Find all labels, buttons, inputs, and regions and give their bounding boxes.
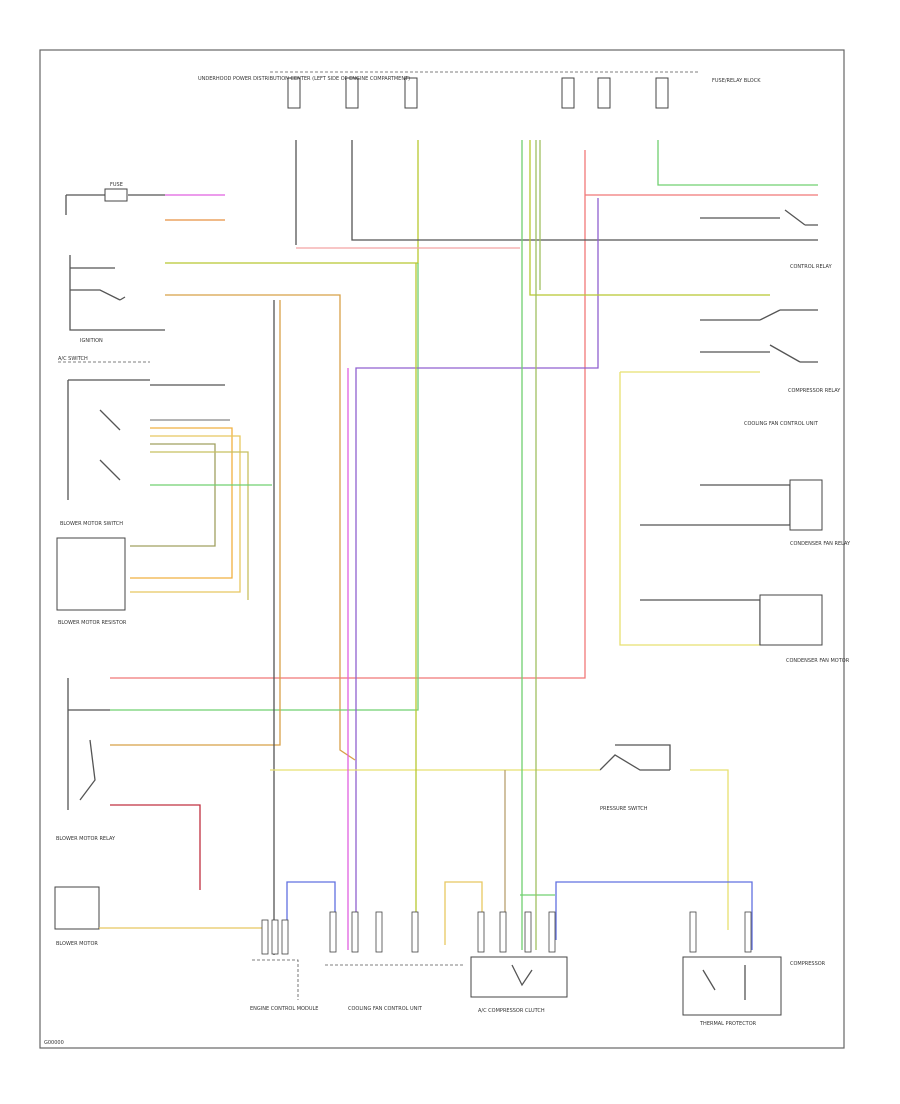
fuse-symbol: [104, 188, 128, 202]
condenser-relay-label: CONDENSER FAN RELAY: [790, 541, 851, 547]
wire-yellow-right: [619, 371, 760, 646]
blower-switch-box: [56, 537, 126, 611]
fan-switch-label: BLOWER MOTOR SWITCH: [60, 521, 123, 527]
cooling-fan-control-bottom-label: COOLING FAN CONTROL UNIT: [348, 1006, 423, 1012]
compressor-relay-label: COMPRESSOR RELAY: [788, 388, 841, 394]
wire-red-long: [110, 150, 586, 679]
footer-code: G00000: [44, 1040, 64, 1046]
ac-switch-body: [67, 379, 225, 500]
wire-green-top: [657, 140, 818, 186]
ac-wire-orange: [130, 427, 233, 579]
control-relay-label: CONTROL RELAY: [790, 264, 833, 270]
compressor-label: COMPRESSOR: [790, 961, 826, 967]
blower-relay-label: BLOWER MOTOR RELAY: [56, 836, 116, 842]
condenser-relay-wires: [640, 484, 791, 526]
ignition-label: IGNITION: [80, 338, 103, 344]
ac-wire-lightyellow: [150, 451, 249, 600]
pressure-switch-label: PRESSURE SWITCH: [600, 806, 648, 812]
wire-darkred: [110, 804, 201, 890]
compressor-clutch-switch: [511, 964, 533, 987]
compressor-box: [682, 956, 782, 1016]
wire-tan-mid: [110, 300, 281, 746]
compressor-clutch-label: A/C COMPRESSOR CLUTCH: [478, 1008, 545, 1014]
wire-blue-right: [555, 881, 753, 950]
blower-motor-box: [54, 886, 100, 930]
compressor-terminals: [689, 911, 752, 953]
wire-blue-left: [286, 881, 336, 950]
condenser-motor-wires: [640, 599, 761, 645]
wire-yellowgreen-1: [165, 140, 419, 264]
control-relay-switch: [700, 209, 818, 226]
blower-relay-body: [67, 678, 110, 810]
pressure-switch-symbol: [599, 744, 671, 771]
fuse-panel-left-label: UNDERHOOD POWER DISTRIBUTION CENTER (LEF…: [198, 76, 410, 82]
ecm-terminals: [261, 919, 289, 955]
compressor-relay-1: [700, 309, 818, 321]
blower-resistor-label: BLOWER MOTOR RESISTOR: [58, 620, 127, 626]
top-fuses: [287, 77, 669, 109]
ac-wire-yellow: [130, 435, 241, 593]
wire-yellowgreen-right: [529, 140, 770, 296]
compressor-clutch-box: [470, 956, 568, 998]
wire-green-mid: [110, 263, 419, 711]
ignition-wires: [65, 194, 165, 215]
wire-purple: [355, 198, 599, 950]
wire-tan-1: [165, 294, 356, 761]
fuse-panel-right-label: FUSE/RELAY BLOCK: [712, 78, 761, 84]
fuse-label: FUSE: [110, 182, 123, 188]
cooling-terminals: [329, 911, 419, 953]
ac-switch-label: A/C SWITCH: [58, 356, 88, 362]
blower-motor-label: BLOWER MOTOR: [56, 941, 98, 947]
ecm-connector-1: [252, 959, 299, 1000]
wire-yellow-bottom-mid: [444, 881, 483, 945]
condenser-motor-box: [759, 594, 823, 646]
diagram-frame: [39, 49, 845, 1049]
cooling-fan-control-label: COOLING FAN CONTROL UNIT: [744, 421, 819, 427]
condenser-relay-box: [789, 479, 823, 531]
compressor-clutch-terminals: [477, 911, 556, 953]
wire-yellow-pressure: [270, 769, 729, 930]
fuse-drop-2: [351, 140, 818, 241]
thermal-protector-symbol: [702, 965, 746, 1000]
ac-wire-olive: [130, 443, 216, 547]
condenser-motor-label: CONDENSER FAN MOTOR: [786, 658, 850, 664]
ecm-label: ENGINE CONTROL MODULE: [250, 1006, 318, 1012]
ignition-switch: [69, 255, 165, 331]
thermal-protector-label: THERMAL PROTECTOR: [699, 1021, 757, 1027]
compressor-relay-2: [700, 344, 818, 363]
